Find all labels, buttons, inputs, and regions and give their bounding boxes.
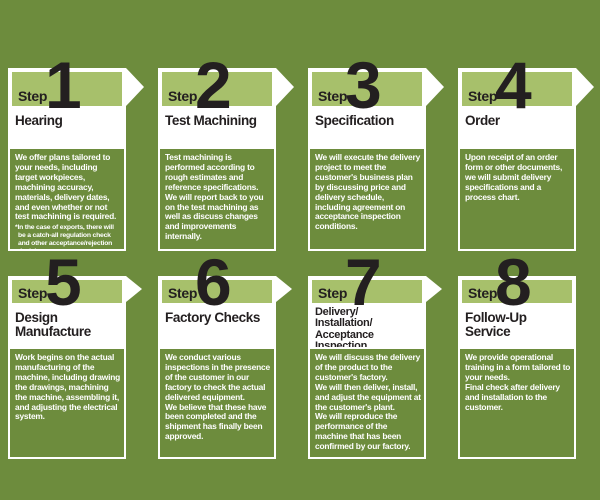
step-body: We offer plans tailored to your needs, i… [8,147,126,251]
step-number: 6 [195,245,232,319]
step-body: Work begins on the actual manufacturing … [8,347,126,459]
arrow-right-icon [126,68,144,106]
step-number: 7 [345,245,382,319]
step-title: Delivery/ Installation/ Acceptance Inspe… [308,303,426,347]
arrow-right-icon [276,68,294,106]
step-label: Step [168,88,198,104]
step-description: Work begins on the actual manufacturing … [15,352,121,422]
step-label: Step [468,88,498,104]
step-title: Follow-Up Service [458,303,576,347]
step-header-band: Step 8 [458,249,576,315]
arrow-right-icon [126,276,142,302]
step-number: 1 [45,48,82,122]
step-header-band: Step 2 [158,52,294,118]
step-description: We provide operational training in a for… [465,352,571,412]
step-number: 4 [495,48,532,122]
step-header-band: Step 7 [308,249,442,315]
step-card: Step 8 Follow-Up Service We provide oper… [458,249,576,459]
step-number: 3 [345,48,382,122]
step-card: Step 4 Order Upon receipt of an order fo… [458,52,594,251]
step-title: Factory Checks [158,303,276,347]
step-description: Test machining is performed according to… [165,152,264,242]
step-title: Test Machining [158,106,276,147]
step-header-band: Step 4 [458,52,594,118]
step-number: 2 [195,48,232,122]
step-number: 8 [495,245,532,319]
arrow-right-icon [426,276,442,302]
step-card: Step 6 Factory Checks We conduct various… [158,249,292,459]
arrow-right-icon [276,276,292,302]
step-body: We will discuss the delivery of the prod… [308,347,426,459]
step-title: Specification [308,106,426,147]
step-label: Step [318,88,348,104]
step-label: Step [18,88,48,104]
step-body: We provide operational training in a for… [458,347,576,459]
step-body: We conduct various inspections in the pr… [158,347,276,459]
step-label: Step [168,285,198,301]
step-header-band: Step 1 [8,52,144,118]
step-label: Step [18,285,48,301]
arrow-right-icon [426,68,444,106]
step-card: Step 2 Test Machining Test machining is … [158,52,294,251]
step-body: Upon receipt of an order form or other d… [458,147,576,251]
step-body: We will execute the delivery project to … [308,147,426,251]
step-label: Step [318,285,348,301]
steps-grid: Step 1 Hearing We offer plans tailored t… [8,52,594,459]
step-header-band: Step 3 [308,52,444,118]
step-card: Step 7 Delivery/ Installation/ Acceptanc… [308,249,442,459]
step-body: Test machining is performed according to… [158,147,276,251]
step-label: Step [468,285,498,301]
steps-row-1: Step 1 Hearing We offer plans tailored t… [8,52,594,251]
step-header-band: Step 6 [158,249,292,315]
step-description: We conduct various inspections in the pr… [165,352,270,442]
steps-row-2: Step 5 Design Manufacture Work begins on… [8,249,592,459]
step-description: We will execute the delivery project to … [315,152,421,232]
step-description: We will discuss the delivery of the prod… [315,352,421,452]
step-footnote: *In the case of exports, there will be a… [15,224,114,249]
step-number: 5 [45,245,82,319]
step-card: Step 1 Hearing We offer plans tailored t… [8,52,144,251]
step-card: Step 5 Design Manufacture Work begins on… [8,249,142,459]
step-title: Order [458,106,576,147]
step-title: Design Manufacture [8,303,126,347]
arrow-right-icon [576,68,594,106]
step-card: Step 3 Specification We will execute the… [308,52,444,251]
step-title: Hearing [8,106,126,147]
step-header-band: Step 5 [8,249,142,315]
step-description: We offer plans tailored to your needs, i… [15,152,117,222]
step-description: Upon receipt of an order form or other d… [465,152,563,202]
